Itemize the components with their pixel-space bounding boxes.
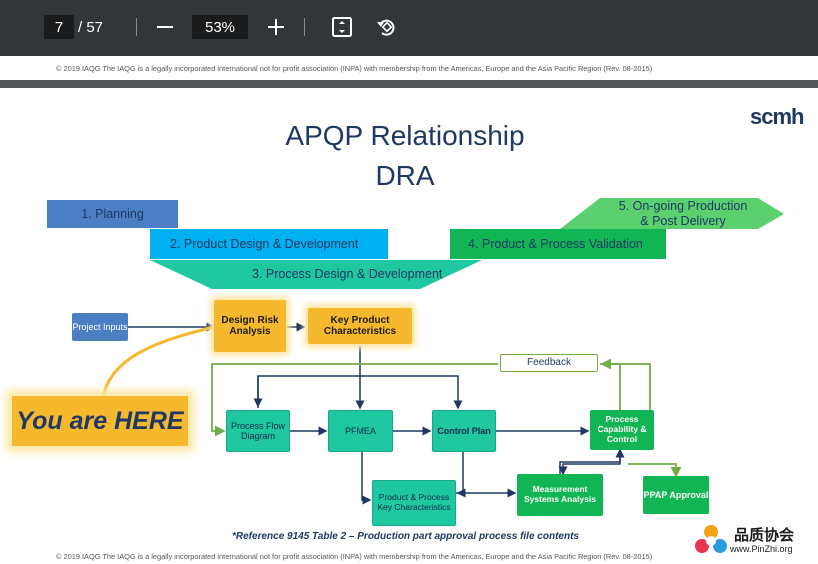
toolbar-divider	[304, 18, 305, 36]
previous-page-bottom: © 2019 IAQG The IAQG is a legally incorp…	[0, 56, 818, 80]
you-are-here-callout: You are HERE	[12, 396, 188, 446]
page-number-input[interactable]: 7	[44, 15, 74, 39]
scmh-logo: scmh	[750, 104, 804, 129]
process-flow-diagram-box: Process Flow Diagram	[226, 410, 290, 452]
phase-production-line1: 5. On-going Production	[618, 199, 748, 213]
phase-bands	[47, 198, 784, 289]
pinzhi-watermark: 品质协会 www.PinZhi.org	[692, 522, 816, 562]
zoom-out-button[interactable]	[151, 13, 179, 41]
page-footer: © 2019 IAQG The IAQG is a legally incorp…	[56, 552, 653, 561]
flow-connectors	[100, 322, 682, 505]
key-product-characteristics-box: Key Product Characteristics	[308, 308, 412, 344]
watermark-title: 品质协会	[734, 527, 795, 544]
plus-icon	[268, 19, 284, 35]
page-total: / 57	[78, 18, 104, 36]
slide-subtitle: DRA	[375, 160, 435, 191]
watermark-url: www.PinZhi.org	[730, 544, 793, 554]
pdf-toolbar: 7 / 57 53%	[0, 0, 818, 56]
phase-validation: 4. Product & Process Validation	[468, 237, 643, 251]
page-footer: © 2019 IAQG The IAQG is a legally incorp…	[56, 64, 653, 73]
process-capability-box: Process Capability & Control	[590, 410, 654, 450]
design-risk-analysis-box: Design Risk Analysis	[214, 300, 286, 352]
zoom-in-button[interactable]	[262, 13, 290, 41]
fit-to-page-button[interactable]	[328, 13, 356, 41]
phase-planning: 1. Planning	[81, 207, 144, 221]
msa-box: Measurement Systems Analysis	[517, 474, 603, 516]
rotate-button[interactable]	[372, 13, 400, 41]
reference-note: *Reference 9145 Table 2 – Production par…	[232, 531, 579, 542]
pdf-page: APQP Relationship DRA scmh 1. Planning 2…	[0, 88, 818, 564]
phase-process-design: 3. Process Design & Development	[252, 267, 443, 281]
product-process-key-box: Product & Process Key Characteristics	[372, 480, 456, 526]
phase-product-design: 2. Product Design & Development	[170, 237, 359, 251]
control-plan-box: Control Plan	[432, 410, 496, 452]
toolbar-divider	[136, 18, 137, 36]
feedback-box: Feedback	[500, 354, 598, 372]
page-gap	[0, 80, 818, 88]
minus-icon	[157, 26, 173, 28]
rotate-icon	[377, 19, 395, 36]
slide-title: APQP Relationship	[285, 120, 525, 151]
project-inputs-box: Project Inputs	[72, 313, 128, 341]
pinzhi-logo-icon	[695, 525, 727, 553]
zoom-level-input[interactable]: 53%	[192, 15, 248, 39]
fit-page-icon	[332, 17, 352, 37]
pfmea-box: PFMEA	[328, 410, 393, 452]
phase-production-line2: & Post Delivery	[640, 214, 726, 228]
ppap-approval-box: PPAP Approval	[643, 476, 709, 514]
